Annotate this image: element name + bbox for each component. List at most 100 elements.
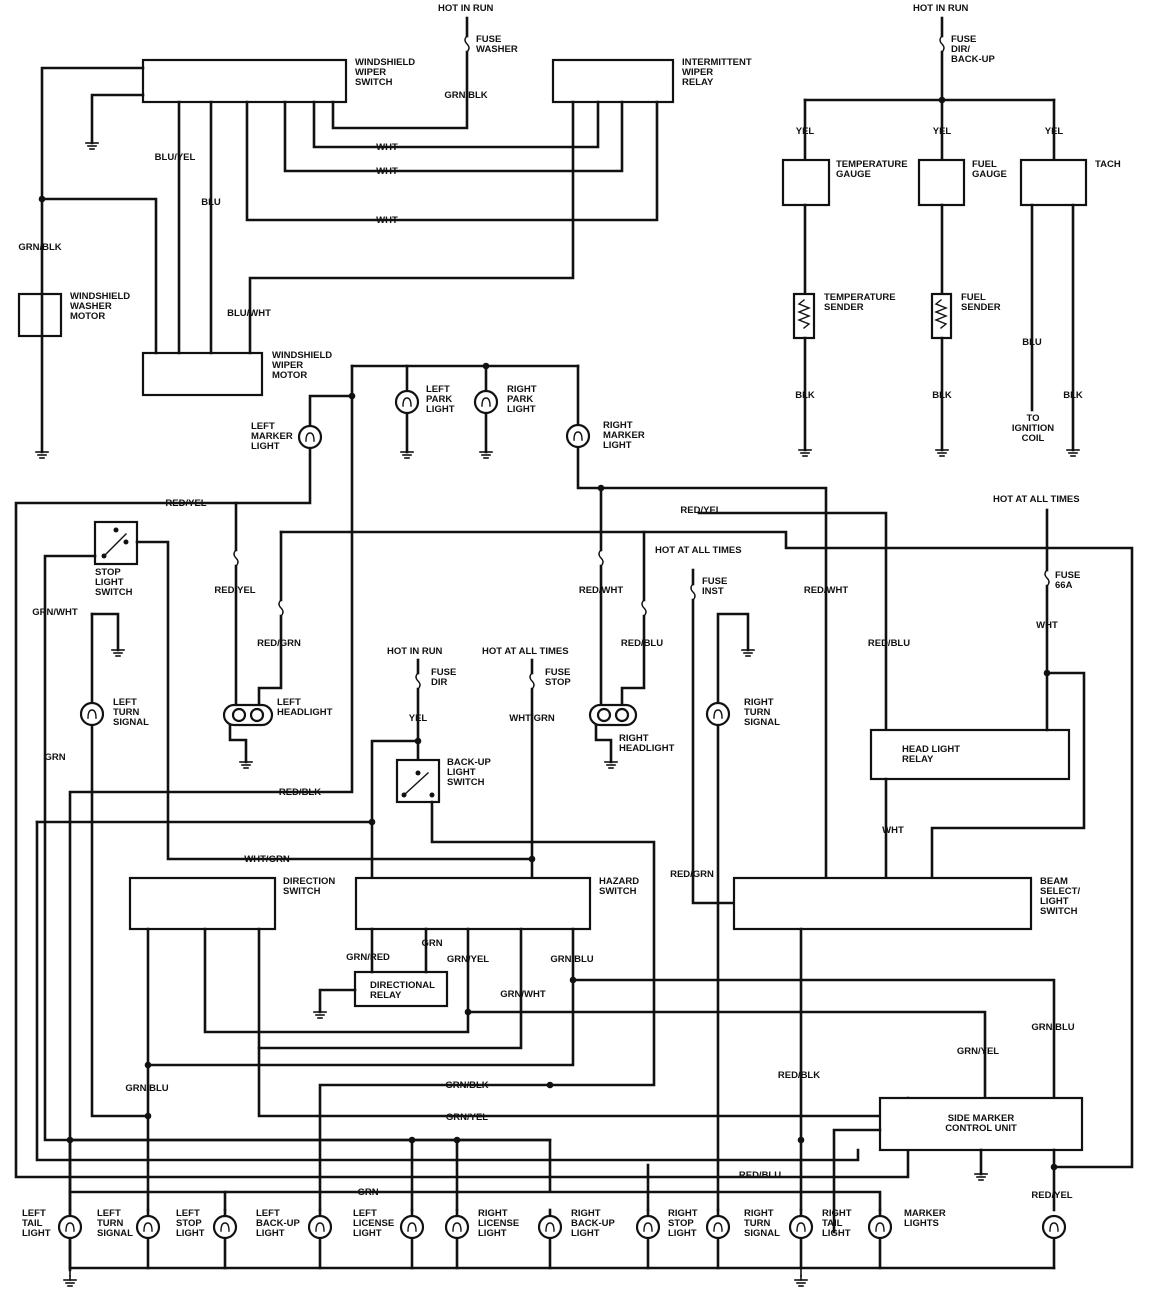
wire-label-red-wht: RED/WHT [579,585,624,596]
wire-label-red-blu: RED/BLU [739,1170,781,1181]
left-park-light [394,389,420,415]
wire-label-blu-wht: BLU/WHT [227,308,271,319]
wire-label-blk: BLK [932,390,952,401]
rear-light-7 [537,1214,563,1240]
rear-light-marker-2 [1041,1214,1067,1240]
rear-light-11 [867,1214,893,1240]
left-turn-signal-front [79,701,105,727]
rear-light-5 [399,1214,425,1240]
ground-symbol [935,445,949,457]
wire-label-grn-red: GRN/RED [346,952,390,963]
wire-label-red-yel: RED/YEL [1031,1190,1072,1201]
label-tach: TACH [1095,159,1121,170]
wire-label-blu: BLU [201,197,221,208]
temperature-gauge [781,158,831,207]
rear-light-6 [444,1214,470,1240]
ground-symbol [741,645,755,657]
wire-label-grn-wht: GRN/WHT [32,607,78,618]
rear-light-3 [212,1214,238,1240]
rear-light-10 [788,1214,814,1240]
label-hot-at-all-times-1: HOT AT ALL TIMES [993,494,1080,505]
label-hot-in-run-3: HOT IN RUN [387,646,443,657]
rear-light-9 [705,1214,731,1240]
ground-symbol [798,445,812,457]
front-lights-circuit [14,362,910,1272]
label-hot-in-run-2: HOT IN RUN [913,3,969,14]
left-marker-light [297,424,323,450]
gauges-circuit [781,16,1088,452]
wire-label-red-blu: RED/BLU [621,638,663,649]
head-light-relay [869,728,1071,781]
wire-label-grn-blu: GRN/BLU [1031,1022,1074,1033]
rear-light-1 [57,1214,83,1240]
wire-label-grn-yel: GRN/YEL [447,954,489,965]
tach [1019,158,1088,207]
windshield-washer-motor [17,292,63,338]
ground-symbol [85,138,99,150]
right-turn-signal-front [705,701,731,727]
wire-label-blu: BLU [1022,337,1042,348]
right-park-light [473,389,499,415]
wire-label-grn-blu: GRN/BLU [125,1083,168,1094]
ground-symbol [239,757,253,769]
ground-symbol [479,447,493,459]
wire-label-red-yel: RED/YEL [165,498,206,509]
fuel-sender [930,292,953,340]
wire-label-blu-yel: BLU/YEL [155,152,196,163]
fuel-gauge [917,158,966,207]
label-hot-in-run-1: HOT IN RUN [438,3,494,14]
ground-symbol [63,1275,77,1287]
label-hot-at-all-times-2: HOT AT ALL TIMES [655,545,742,556]
wire-label-red-blu: RED/BLU [868,638,910,649]
wire-label-wht-grn: WHT/GRN [509,713,555,724]
labels: HOT IN RUN HOT IN RUN HOT IN RUN HOT AT … [387,3,1080,657]
wire-label-wht: WHT [882,825,904,836]
ground-symbol [313,1007,327,1019]
wire-label-red-wht: RED/WHT [804,585,849,596]
wire-label-red-yel: RED/YEL [680,505,721,516]
windshield-wiper-motor [141,351,264,397]
wire-label-grn-blk: GRN/BLK [444,90,487,101]
wire-label-grn-wht: GRN/WHT [500,989,546,1000]
direction-switch [128,876,277,931]
wire-label-yel: YEL [933,126,952,137]
beam-select-light-switch [732,876,1033,931]
label-hot-at-all-times-3: HOT AT ALL TIMES [482,646,569,657]
wire-label-grn-blk: GRN/BLK [18,242,61,253]
wire-label-red-blk: RED/BLK [778,1070,820,1081]
ground-symbol [1066,445,1080,457]
ground-symbol [794,1275,808,1287]
wire-label-red-yel: RED/YEL [214,585,255,596]
ground-symbol [604,757,618,769]
